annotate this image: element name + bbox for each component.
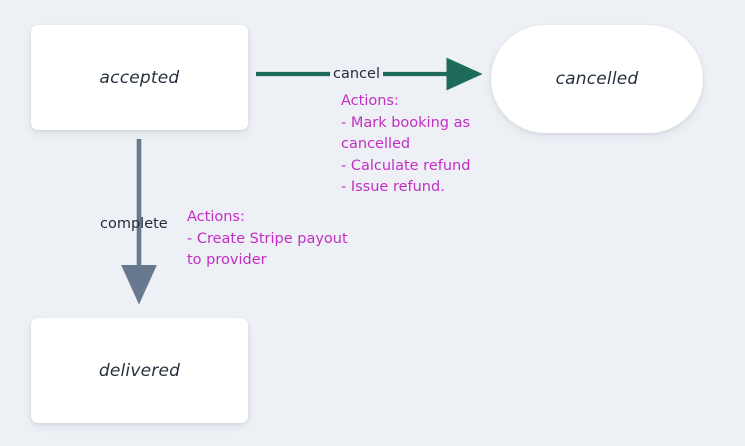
transition-label-complete: complete	[100, 216, 168, 232]
state-node-delivered[interactable]: delivered	[31, 318, 248, 423]
actions-heading: Actions:	[187, 209, 245, 225]
state-label-cancelled: cancelled	[555, 69, 639, 89]
actions-heading: Actions:	[341, 93, 399, 109]
action-item: - Calculate refund	[341, 157, 471, 174]
actions-annotation-cancel: Actions: - Mark booking as cancelled - C…	[341, 91, 491, 199]
state-label-accepted: accepted	[99, 67, 180, 88]
action-item: - Issue refund.	[341, 179, 445, 195]
action-item: - Mark booking as cancelled	[341, 114, 471, 153]
state-node-cancelled[interactable]: cancelled	[491, 25, 703, 133]
action-item: - Create Stripe payout to provider	[187, 230, 348, 269]
state-node-accepted[interactable]: accepted	[31, 25, 248, 130]
state-label-delivered: delivered	[98, 360, 181, 381]
transition-label-cancel: cancel	[333, 66, 380, 82]
actions-annotation-complete: Actions: - Create Stripe payout to provi…	[187, 207, 367, 272]
